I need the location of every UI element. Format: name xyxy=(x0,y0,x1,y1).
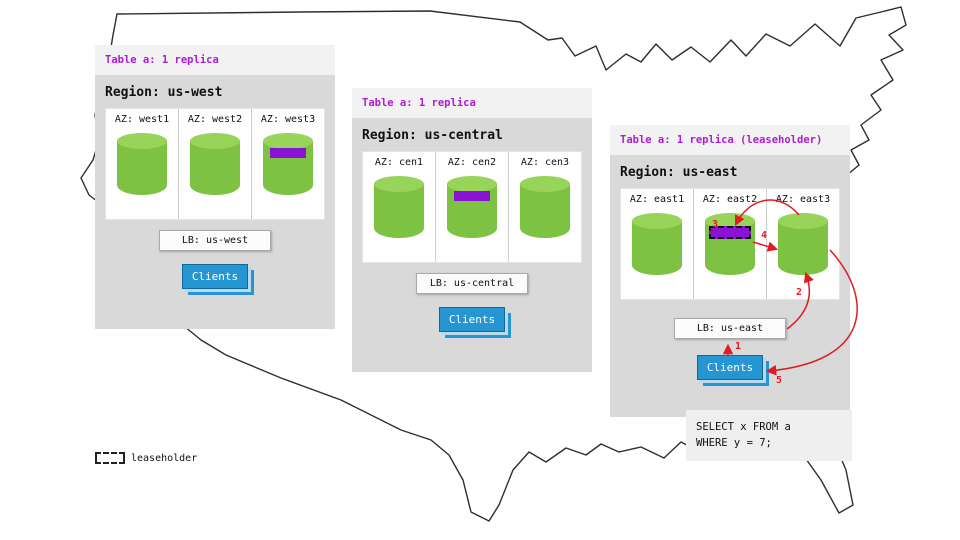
db-cylinder-icon xyxy=(190,133,240,195)
db-cylinder-icon xyxy=(447,176,497,238)
az-label: AZ: east3 xyxy=(775,194,831,205)
table-replica-header-us-central: Table a: 1 replica xyxy=(352,88,592,118)
az-box-us-east: AZ: east1 AZ: east2 AZ: east3 xyxy=(620,188,840,300)
replica-badge xyxy=(270,148,306,158)
region-title-us-east: Region: us-east xyxy=(620,165,738,180)
az-column-east2: AZ: east2 xyxy=(693,189,766,299)
sql-line-1: SELECT x FROM a xyxy=(696,421,791,433)
flow-step-1: 1 xyxy=(735,341,742,352)
region-title-us-central: Region: us-central xyxy=(362,128,503,143)
clients-label: Clients xyxy=(706,361,754,374)
leaseholder-legend: leaseholder xyxy=(95,452,197,464)
az-label: AZ: west3 xyxy=(260,114,316,125)
region-panel-us-east: Table a: 1 replica (leaseholder) Region:… xyxy=(610,125,850,417)
az-label: AZ: west2 xyxy=(187,114,243,125)
region-panel-us-central: Table a: 1 replica Region: us-central AZ… xyxy=(352,88,592,372)
db-cylinder-icon xyxy=(705,213,755,275)
region-panel-us-west: Table a: 1 replica Region: us-west AZ: w… xyxy=(95,45,335,329)
az-column-east1: AZ: east1 xyxy=(621,189,693,299)
leaseholder-swatch-icon xyxy=(95,452,125,464)
db-cylinder-icon xyxy=(778,213,828,275)
db-cylinder-icon xyxy=(263,133,313,195)
flow-step-2: 2 xyxy=(796,287,803,298)
az-label: AZ: east1 xyxy=(629,194,685,205)
sql-query-note: SELECT x FROM a WHERE y = 7; xyxy=(686,410,852,461)
db-cylinder-icon xyxy=(374,176,424,238)
az-label: AZ: cen2 xyxy=(447,157,497,168)
az-label: AZ: cen1 xyxy=(374,157,424,168)
az-column-cen1: AZ: cen1 xyxy=(363,152,435,262)
clients-button-us-west[interactable]: Clients xyxy=(182,264,248,289)
clients-label: Clients xyxy=(448,313,496,326)
region-title-us-west: Region: us-west xyxy=(105,85,223,100)
load-balancer-us-west: LB: us-west xyxy=(159,230,271,251)
legend-label: leaseholder xyxy=(131,452,198,464)
clients-label: Clients xyxy=(191,270,239,283)
az-label: AZ: west1 xyxy=(114,114,170,125)
leaseholder-replica-badge xyxy=(709,226,751,239)
replica-badge xyxy=(454,191,490,201)
az-box-us-central: AZ: cen1 AZ: cen2 AZ: cen3 xyxy=(362,151,582,263)
flow-step-3: 3 xyxy=(712,219,719,230)
db-cylinder-icon xyxy=(520,176,570,238)
az-column-west2: AZ: west2 xyxy=(178,109,251,219)
clients-button-us-east[interactable]: Clients xyxy=(697,355,763,380)
flow-step-5: 5 xyxy=(776,375,783,386)
table-replica-header-us-west: Table a: 1 replica xyxy=(95,45,335,75)
az-column-cen3: AZ: cen3 xyxy=(508,152,581,262)
load-balancer-us-central: LB: us-central xyxy=(416,273,528,294)
az-column-west3: AZ: west3 xyxy=(251,109,324,219)
table-replica-label: Table a: 1 replica xyxy=(362,97,476,109)
az-column-east3: AZ: east3 xyxy=(766,189,839,299)
clients-button-us-central[interactable]: Clients xyxy=(439,307,505,332)
load-balancer-us-east: LB: us-east xyxy=(674,318,786,339)
table-replica-header-us-east: Table a: 1 replica (leaseholder) xyxy=(610,125,850,155)
db-cylinder-icon xyxy=(117,133,167,195)
az-column-cen2: AZ: cen2 xyxy=(435,152,508,262)
az-column-west1: AZ: west1 xyxy=(106,109,178,219)
flow-step-4: 4 xyxy=(761,230,768,241)
az-box-us-west: AZ: west1 AZ: west2 AZ: west3 xyxy=(105,108,325,220)
az-label: AZ: cen3 xyxy=(520,157,570,168)
db-cylinder-icon xyxy=(632,213,682,275)
table-replica-label: Table a: 1 replica (leaseholder) xyxy=(620,134,823,146)
az-label: AZ: east2 xyxy=(702,194,758,205)
table-replica-label: Table a: 1 replica xyxy=(105,54,219,66)
sql-line-2: WHERE y = 7; xyxy=(696,437,772,450)
